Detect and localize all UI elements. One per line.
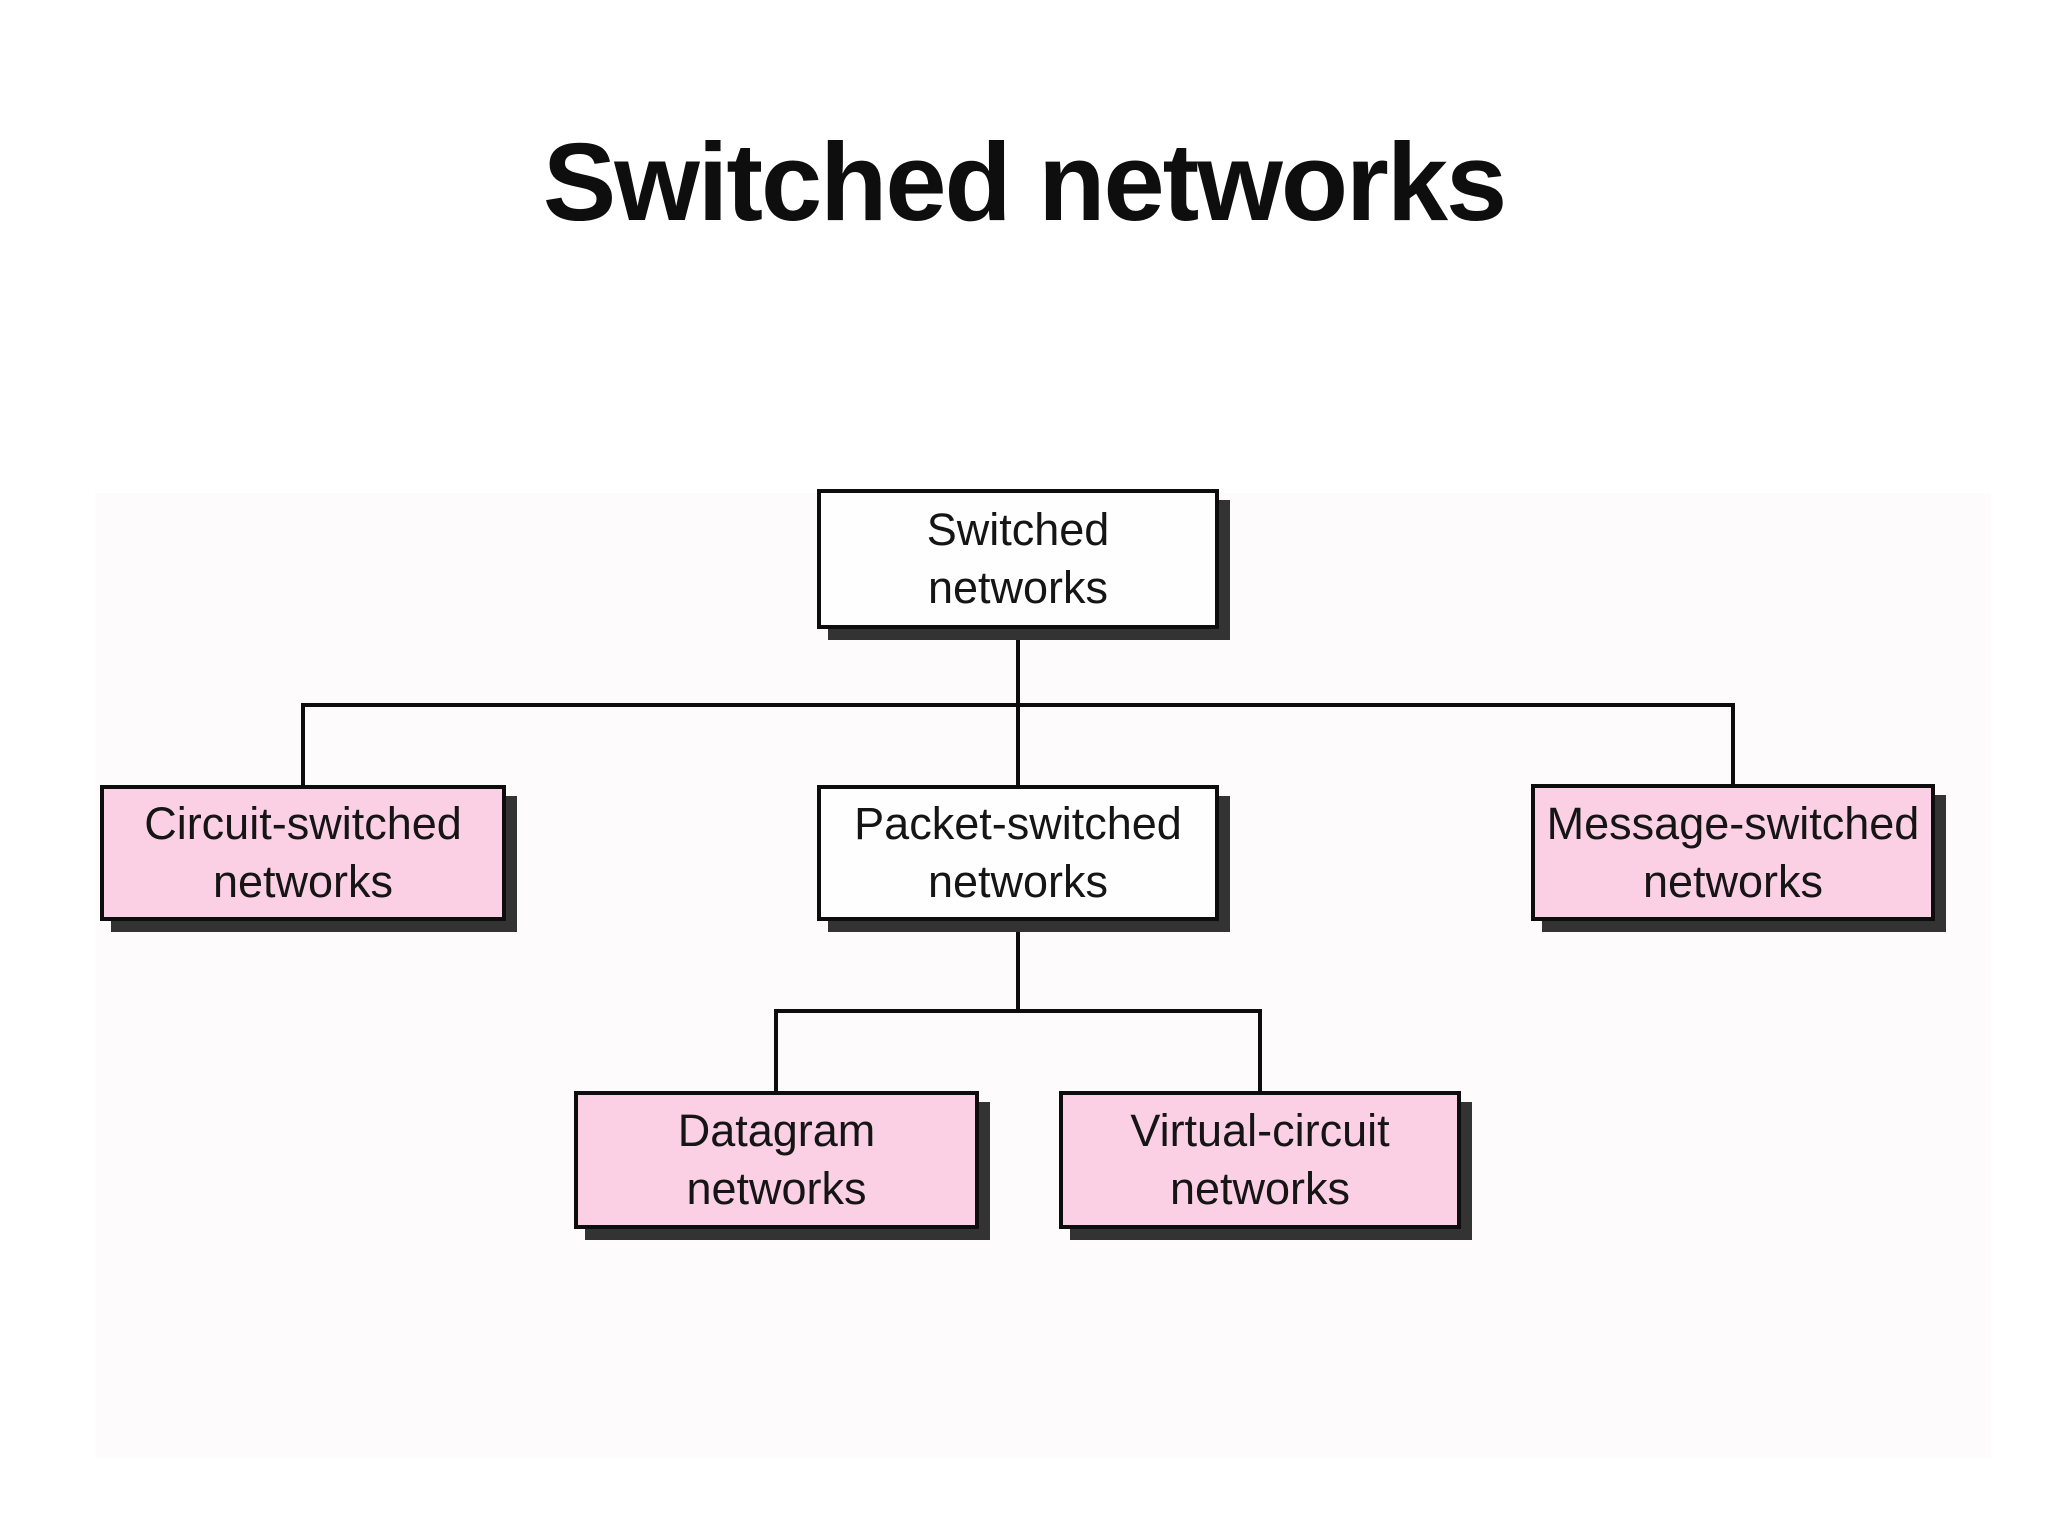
node-packet-switched-networks: Packet-switched networks [817, 785, 1219, 921]
node-label-line: Message-switched [1546, 797, 1920, 849]
node-label-line: networks [1642, 855, 1824, 907]
connector-drop-datagram [774, 1009, 778, 1093]
node-label-line: networks [686, 1163, 867, 1214]
connector-level2-across [774, 1009, 1262, 1013]
node-label-line: Virtual-circuit [1130, 1105, 1390, 1157]
node-circuit-switched-networks: Circuit-switched networks [100, 785, 506, 921]
node-label-line: Circuit-switched [144, 798, 462, 850]
node-label-line: networks [927, 856, 1109, 907]
connector-drop-virtual [1258, 1009, 1262, 1093]
connector-packet-down [1016, 921, 1020, 1013]
connector-drop-packet [1016, 703, 1020, 787]
node-virtual-circuit-networks: Virtual-circuit networks [1059, 1091, 1461, 1229]
connector-root-down [1016, 629, 1020, 707]
slide-title: Switched networks [542, 121, 1507, 244]
node-message-switched-networks: Message-switched networks [1531, 784, 1935, 921]
connector-drop-circuit [301, 703, 305, 787]
node-label-line: Packet-switched [854, 798, 1182, 850]
node-datagram-networks: Datagram networks [574, 1091, 979, 1229]
figure-background [95, 493, 1991, 1458]
node-label-line: Switched [926, 504, 1110, 556]
node-label-line: networks [927, 562, 1109, 613]
node-switched-networks: Switched networks [817, 489, 1219, 629]
connector-drop-message [1731, 703, 1735, 786]
node-label-line: networks [1169, 1163, 1351, 1214]
node-label-line: networks [212, 856, 394, 907]
node-label-line: Datagram [677, 1105, 876, 1157]
